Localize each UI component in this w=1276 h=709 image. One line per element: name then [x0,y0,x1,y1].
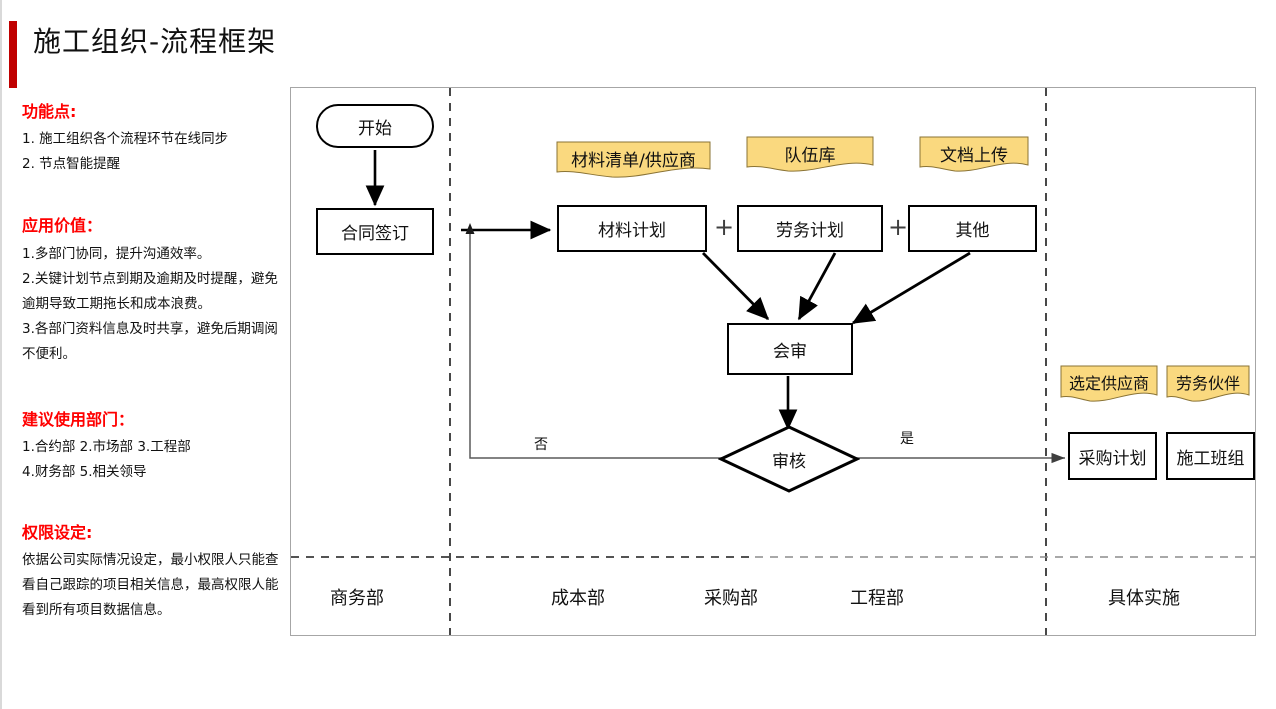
sticky-note-selected-supplier[interactable]: 选定供应商 [1060,365,1158,407]
sidebar-heading-departments: 建议使用部门： [22,410,135,429]
sticky-note-doc-upload[interactable]: 文档上传 [919,136,1029,176]
sticky-shape [919,136,1029,172]
sticky-note-team-library[interactable]: 队伍库 [746,136,874,176]
sidebar-line: 1.多部门协同，提升沟通效率。 [22,246,211,262]
sticky-shape [746,136,874,172]
sidebar-line: 依据公司实际情况设定，最小权限人只能查看自己跟踪的项目相关信息，最高权限人能看到… [22,552,279,618]
node-other[interactable]: 其他 [908,205,1037,252]
branch-label-yes: 是 [900,431,914,447]
lane-label-purchasing: 采购部 [704,588,758,609]
sidebar-line: 2.关键计划节点到期及逾期及时提醒，避免逾期导致工期拖长和成本浪费。 [22,271,278,312]
node-purchase-plan[interactable]: 采购计划 [1068,432,1157,480]
sticky-note-label: 队伍库 [784,146,836,166]
node-material-plan[interactable]: 材料计划 [557,205,707,252]
sidebar-body-permissions: 依据公司实际情况设定，最小权限人只能查看自己跟踪的项目相关信息，最高权限人能看到… [22,548,290,623]
title-accent-bar [9,21,17,88]
flowchart-connectors [291,88,1255,635]
sticky-note-label: 文档上传 [940,146,1008,166]
sidebar-body-value: 1.多部门协同，提升沟通效率。 2.关键计划节点到期及逾期及时提醒，避免逾期导致… [22,242,290,367]
plus-operator-1: + [714,213,735,241]
left-edge-divider [0,0,2,709]
sidebar-line: 1.合约部 2.市场部 3.工程部 [22,439,191,455]
sidebar-line: 1. 施工组织各个流程环节在线同步 [22,131,229,147]
sticky-shape [1166,365,1250,402]
sidebar-heading-features: 功能点: [22,102,77,121]
lane-label-engineering: 工程部 [850,588,904,609]
branch-label-no: 否 [534,437,548,453]
sidebar-heading-value: 应用价值： [22,216,103,235]
edge-approve-no [469,232,730,459]
node-contract[interactable]: 合同签订 [316,208,434,255]
edge-labor-review [797,252,837,321]
node-approve-shape[interactable] [718,424,860,494]
node-joint-review[interactable]: 会审 [727,323,853,375]
lane-label-business: 商务部 [330,588,384,609]
sticky-shape [1060,365,1158,402]
sticky-shape [556,141,711,178]
sticky-note-material-list[interactable]: 材料清单/供应商 [556,141,711,181]
edge-other-review [851,251,971,325]
node-construction-crew[interactable]: 施工班组 [1166,432,1255,480]
sticky-note-label: 劳务伙伴 [1175,374,1240,393]
lane-label-implementation: 具体实施 [1108,588,1180,609]
sidebar-line: 2. 节点智能提醒 [22,156,121,172]
lane-label-cost: 成本部 [551,588,605,609]
sticky-note-label: 选定供应商 [1068,374,1149,393]
node-labor-plan[interactable]: 劳务计划 [737,205,883,252]
page-title: 施工组织-流程框架 [33,25,277,58]
sidebar-line: 3.各部门资料信息及时共享，避免后期调阅不便利。 [22,321,278,362]
sidebar-heading-permissions: 权限设定: [22,523,93,542]
sticky-note-labor-partner[interactable]: 劳务伙伴 [1166,365,1250,407]
sidebar-line: 4.财务部 5.相关领导 [22,464,147,480]
sidebar-body-features: 1. 施工组织各个流程环节在线同步 2. 节点智能提醒 [22,127,290,177]
edge-material-review [702,252,769,320]
node-start[interactable]: 开始 [316,104,434,148]
plus-operator-2: + [888,213,909,241]
sidebar-body-departments: 1.合约部 2.市场部 3.工程部 4.财务部 5.相关领导 [22,435,290,485]
sticky-note-label: 材料清单/供应商 [571,151,696,171]
edge-no-arrowhead [465,223,475,234]
